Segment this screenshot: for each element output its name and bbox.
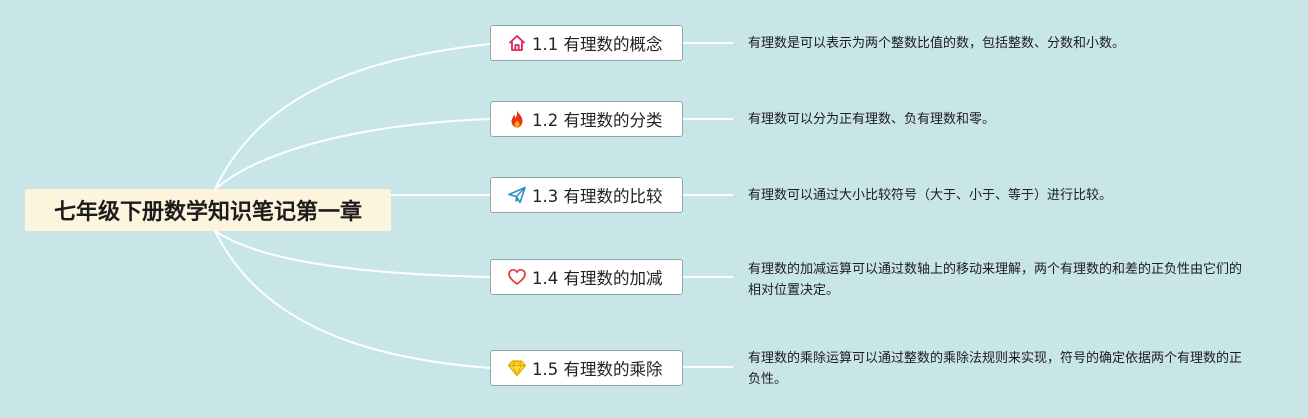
home-icon (507, 33, 527, 53)
topic-label: 1.1 有理数的概念 (532, 35, 663, 54)
note-classification: 有理数可以分为正有理数、负有理数和零。 (748, 112, 996, 127)
root-title: 七年级下册数学知识笔记第一章 (53, 200, 362, 225)
fire-icon (507, 109, 527, 129)
note-multiplication-division: 有理数的乘除运算可以通过整数的乘除法规则来实现，符号的确定依据两个有理数的正负性… (748, 351, 1243, 387)
note-concept: 有理数是可以表示为两个整数比值的数，包括整数、分数和小数。 (748, 36, 1126, 51)
topic-multiplication-division[interactable]: 1.5 有理数的乘除 (490, 350, 683, 386)
topic-label: 1.4 有理数的加减 (532, 269, 663, 288)
topic-concept[interactable]: 1.1 有理数的概念 (490, 25, 683, 61)
branch-connector-2 (214, 118, 491, 190)
paper-plane-icon (507, 185, 527, 205)
note-comparison: 有理数可以通过大小比较符号（大于、小于、等于）进行比较。 (748, 188, 1113, 203)
diamond-icon (507, 358, 527, 378)
branch-connector-5 (214, 230, 491, 369)
note-addition-subtraction: 有理数的加减运算可以通过数轴上的移动来理解，两个有理数的和差的正负性由它们的相对… (748, 262, 1243, 298)
topic-label: 1.5 有理数的乘除 (532, 360, 663, 379)
branch-connector-4 (214, 230, 491, 278)
topic-comparison[interactable]: 1.3 有理数的比较 (490, 177, 683, 213)
heart-icon (507, 267, 527, 287)
topic-label: 1.2 有理数的分类 (532, 111, 663, 130)
topic-classification[interactable]: 1.2 有理数的分类 (490, 101, 683, 137)
topic-addition-subtraction[interactable]: 1.4 有理数的加减 (490, 259, 683, 295)
root-topic[interactable]: 七年级下册数学知识笔记第一章 (25, 189, 391, 231)
branch-connector-1 (214, 43, 491, 190)
topic-label: 1.3 有理数的比较 (532, 187, 663, 206)
